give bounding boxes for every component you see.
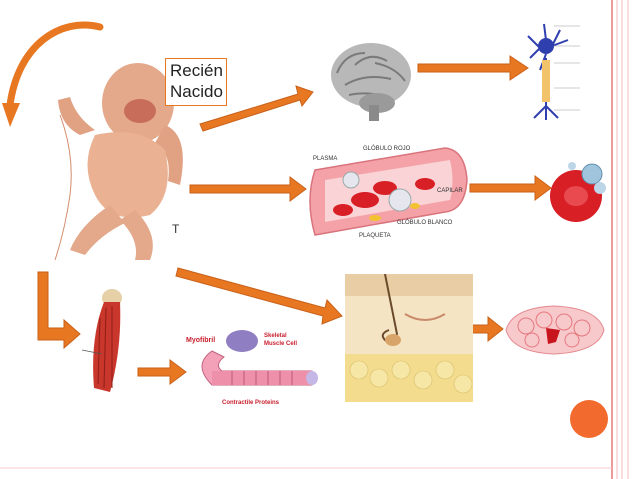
newborn-label-line2: Nacido: [170, 82, 223, 101]
muscle-image: [82, 289, 122, 392]
neuron-image: [527, 23, 580, 120]
arrow-to-brain-icon: [199, 85, 314, 132]
newborn-image: T: [54, 63, 183, 261]
contractile-label: Contractile Proteins: [222, 400, 280, 406]
skin-image: [345, 274, 473, 402]
red-cell-image: [550, 162, 606, 222]
newborn-label-box: Recién Nacido: [165, 58, 227, 106]
blood-label-capilar: CAPILAR: [437, 188, 463, 194]
arrow-to-muscle-icon: [37, 271, 81, 350]
curved-arrow-icon: [2, 21, 104, 127]
arrow-to-redcell-icon: [469, 175, 552, 201]
arrow-to-skin-icon: [175, 267, 343, 325]
arrow-to-fiber-icon: [137, 359, 187, 385]
blood-label-rojo: GLÓBULO ROJO: [363, 145, 411, 152]
muscle-fiber-image: Myofibril Skeletal Muscle Cell Contracti…: [186, 330, 318, 406]
blood-label-plaqueta: PLAQUETA: [359, 233, 391, 239]
skeletal-label-2: Muscle Cell: [264, 341, 297, 347]
skin-cell-image: [505, 305, 605, 355]
blood-vessel-image: PLASMA GLÓBULO ROJO CAPILAR GLÓBULO BLAN…: [309, 145, 468, 239]
skeletal-label-1: Skeletal: [264, 333, 287, 339]
newborn-label-line1: Recién: [170, 61, 223, 80]
cut-text: T: [172, 222, 180, 236]
blood-label-plasma: PLASMA: [313, 156, 337, 162]
myofibril-label: Myofibril: [186, 337, 215, 344]
orange-dot-icon: [570, 400, 608, 438]
blood-label-blanco: GLÓBULO BLANCO: [397, 219, 453, 226]
arrow-to-blood-icon: [189, 176, 307, 202]
brain-image: [325, 33, 417, 123]
arrow-to-neuron-icon: [417, 55, 529, 81]
